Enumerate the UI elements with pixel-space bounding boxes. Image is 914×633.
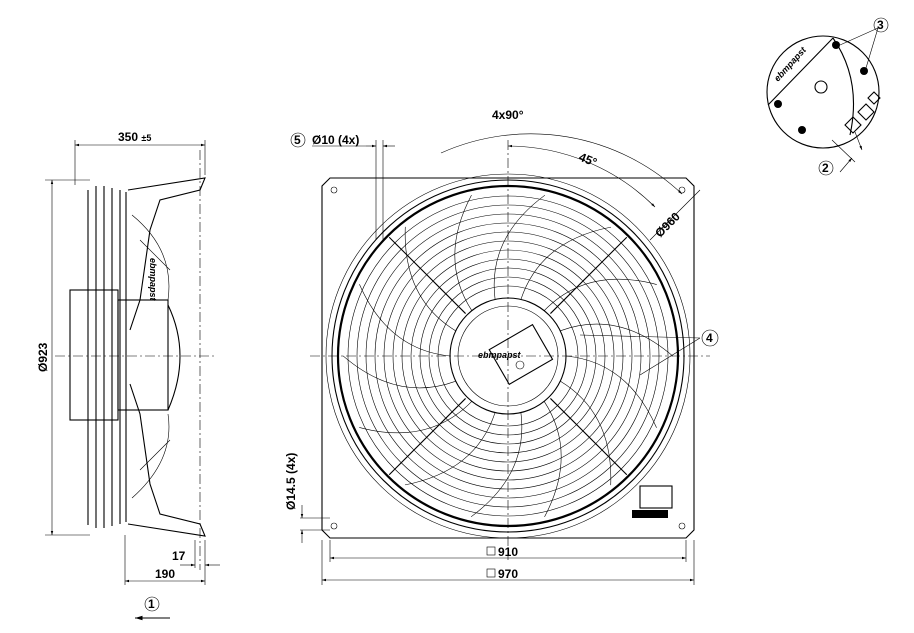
width-dim: 350 ±5 — [118, 130, 151, 144]
hole-dim: Ø10 (4x) — [312, 133, 359, 147]
mounting-hole — [330, 522, 338, 530]
guard-strut — [550, 398, 628, 476]
offset-angle: 45° — [577, 150, 599, 170]
side-frame — [87, 186, 127, 528]
mounting-hole — [678, 186, 686, 194]
diameter-dim: Ø923 — [36, 342, 50, 372]
blade — [404, 412, 496, 486]
rotor-cap — [167, 304, 181, 411]
offset-angle-arc — [507, 144, 656, 208]
blade — [565, 355, 657, 428]
mounting-hole — [678, 522, 686, 530]
guard-strut — [550, 236, 628, 314]
side-logo: ebmpapst — [148, 258, 158, 302]
cable-callout: 2 — [822, 161, 829, 175]
depth-dim: 190 — [155, 567, 175, 581]
bolt-circle-dim: Ø960 — [652, 209, 683, 240]
blade — [470, 412, 523, 518]
front-view: ebmpapst 5 Ø10 (4x) 4x90° 45° Ø960 4 Ø14… — [284, 108, 719, 585]
detail-circle — [766, 35, 880, 149]
hole-callout: 5 — [294, 133, 301, 147]
guard-callout: 4 — [706, 331, 713, 345]
side-view: ebmpapst 350 ±5 Ø923 17 190 1 — [36, 130, 220, 621]
blade — [543, 401, 562, 518]
blade — [454, 194, 473, 311]
motor-body — [69, 289, 119, 421]
inner-square-dim: 910 — [498, 545, 518, 559]
impeller-blades — [342, 194, 674, 518]
blade — [520, 226, 612, 300]
pattern-angle-arc — [440, 133, 683, 195]
detail-view: ebmpapst 3 2 — [766, 17, 889, 176]
blade — [560, 380, 612, 486]
airflow-callout: 1 — [148, 597, 155, 611]
offset-dim: 17 — [172, 549, 186, 563]
blade — [359, 401, 473, 434]
screws-callout: 3 — [877, 18, 884, 32]
blade — [359, 284, 451, 357]
mounting-plate — [321, 177, 695, 539]
pattern-angle: 4x90° — [492, 108, 524, 122]
mounting-hole — [330, 186, 338, 194]
detail-logo: ebmpapst — [772, 44, 809, 83]
blade — [404, 226, 456, 332]
guard-strut — [388, 236, 466, 314]
side-blades — [127, 177, 206, 537]
outer-square-dim: 970 — [498, 567, 518, 581]
front-logo: ebmpapst — [478, 350, 522, 360]
terminal-box — [488, 323, 554, 386]
blade — [543, 278, 657, 311]
blade — [342, 355, 456, 389]
guard-strut — [388, 398, 466, 476]
slot-dim: Ø14.5 (4x) — [284, 453, 298, 510]
label-plate — [639, 485, 673, 509]
blade — [493, 194, 546, 300]
blade — [560, 323, 674, 357]
